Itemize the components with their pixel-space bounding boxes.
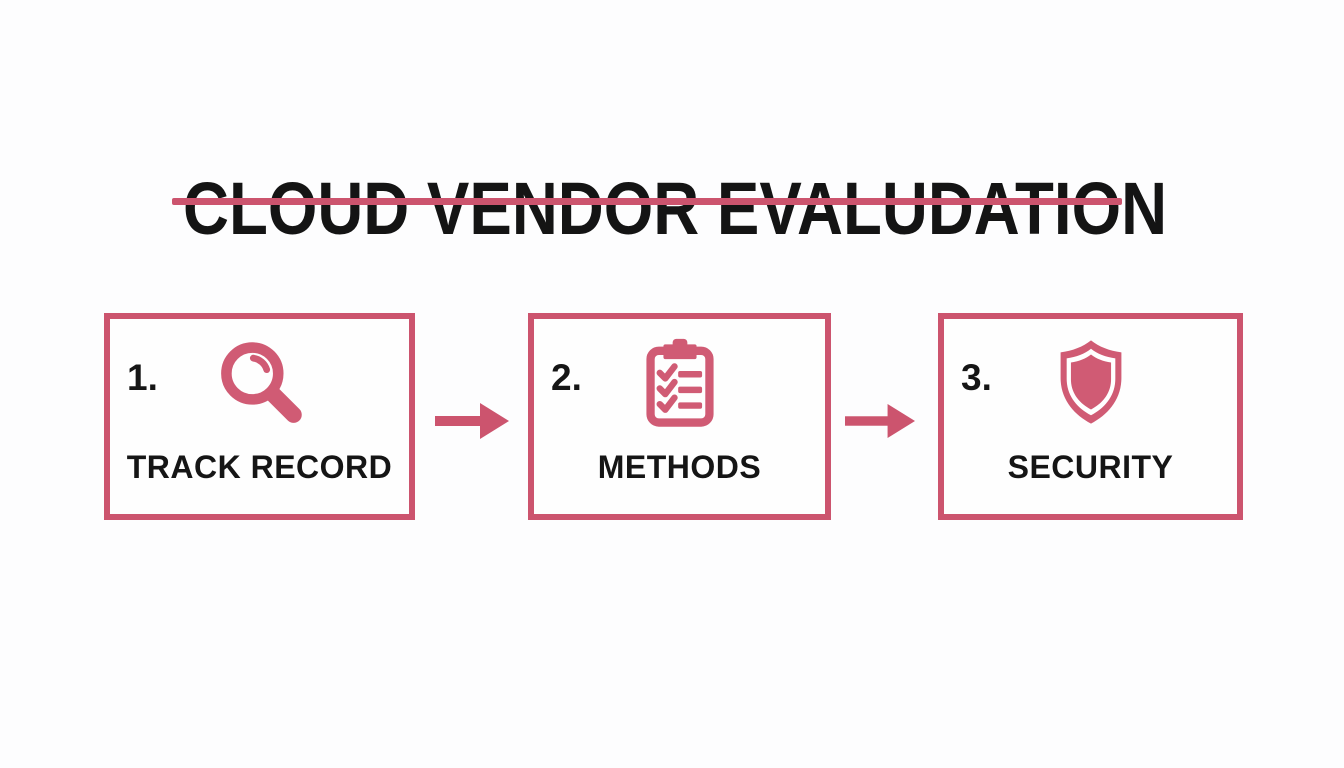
step-number: 2. [551,357,582,398]
step-number: 1. [127,357,158,398]
magnifier-icon [212,337,308,438]
step-label: METHODS [597,449,762,485]
step-box-track-record: 1. TRACK RECORD [104,313,415,520]
title-underline [172,198,1122,205]
shield-icon [1051,337,1131,432]
step-number: 3. [961,357,992,398]
step-label: TRACK RECORD [126,449,393,485]
arrow-right-icon [435,403,509,444]
step-box-methods: 2. METHODS [528,313,831,520]
step-label: SECURITY [1007,449,1174,485]
step-box-security: 3. SECURITY [938,313,1243,520]
arrow-right-icon [845,403,915,444]
checklist-clipboard-icon [634,337,726,434]
page-title: CLOUD VENDOR EVALUDATION [183,166,1168,250]
